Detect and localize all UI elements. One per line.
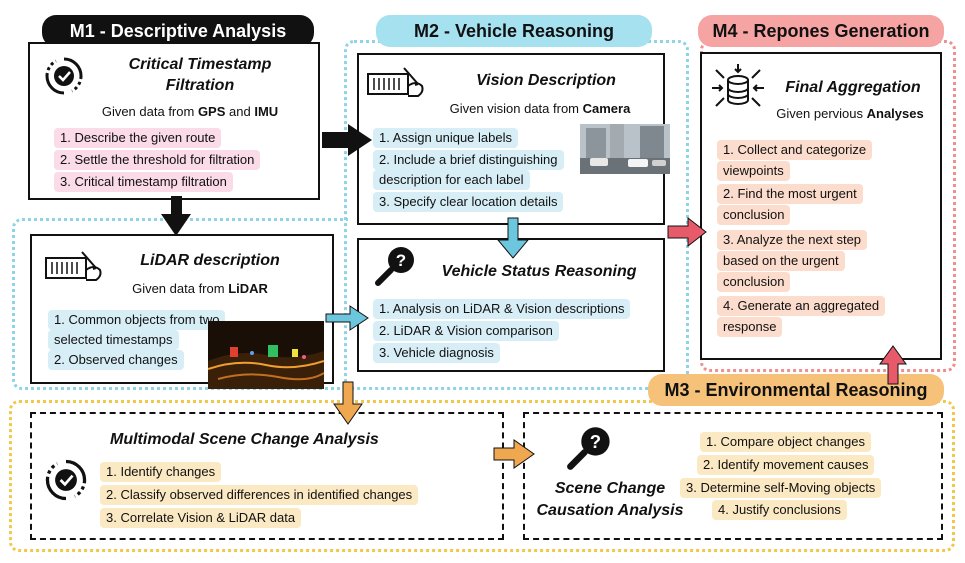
critical-item-1: 1. Describe the given route xyxy=(54,128,222,148)
critical-item-3: 3. Critical timestamp filtration xyxy=(54,172,233,192)
final-item-1b: viewpoints xyxy=(717,161,790,181)
refresh-check-icon xyxy=(45,57,83,95)
lidar-pointcloud-image xyxy=(208,321,324,389)
writing-hand-icon xyxy=(45,251,102,281)
refresh-check-icon xyxy=(45,459,87,501)
lidar-title: LiDAR description xyxy=(140,252,280,269)
final-item-4b: response xyxy=(717,317,783,337)
scene-item-2: 2. Classify observed differences in iden… xyxy=(100,485,419,505)
vision-item-1: 1. Assign unique labels xyxy=(373,128,518,148)
vision-item-3: 3. Specify clear location details xyxy=(373,192,564,212)
svg-text:?: ? xyxy=(590,431,601,452)
m3-label: M3 - Environmental Reasoning xyxy=(664,380,928,400)
final-item-1: 1. Collect and categorize xyxy=(717,140,873,160)
critical-item-2: 2. Settle the threshold for filtration xyxy=(54,150,261,170)
status-item-2: 2. LiDAR & Vision comparison xyxy=(373,321,559,341)
final-item-3c: conclusion xyxy=(717,272,791,292)
vehicle-status-title: Vehicle Status Reasoning xyxy=(441,263,637,280)
final-item-3: 3. Analyze the next step xyxy=(717,230,868,250)
m2-label: M2 - Vehicle Reasoning xyxy=(413,21,615,41)
status-item-1: 1. Analysis on LiDAR & Vision descriptio… xyxy=(373,299,631,319)
causation-title-line2: Causation Analysis xyxy=(536,502,684,519)
m3-header: M3 - Environmental Reasoning xyxy=(648,374,944,406)
vision-title: Vision Description xyxy=(476,72,616,89)
status-item-3: 3. Vehicle diagnosis xyxy=(373,343,500,363)
m4-header: M4 - Repones Generation xyxy=(698,15,944,47)
database-arrows-icon xyxy=(712,64,764,107)
magnifier-question-icon: ? xyxy=(567,427,610,470)
m4-label: M4 - Repones Generation xyxy=(712,21,930,41)
magnifier-question-icon: ? xyxy=(375,247,414,286)
causation-item-2: 2. Identify movement causes xyxy=(697,455,875,475)
vision-item-2: 2. Include a brief distinguishing xyxy=(373,150,564,170)
m3-region xyxy=(9,400,955,552)
critical-title-line1: Critical Timestamp xyxy=(128,56,272,73)
scene-item-3: 3. Correlate Vision & LiDAR data xyxy=(100,508,302,528)
vision-given: Given vision data from Camera xyxy=(449,101,631,116)
lidar-item-1b: selected timestamps xyxy=(48,330,179,350)
svg-text:?: ? xyxy=(396,251,406,270)
causation-item-3: 3. Determine self-Moving objects xyxy=(680,478,882,498)
camera-street-image xyxy=(580,124,670,174)
final-item-4: 4. Generate an aggregated xyxy=(717,296,886,316)
lidar-item-2: 2. Observed changes xyxy=(48,350,184,370)
critical-given: Given data from GPS and IMU xyxy=(101,104,279,119)
final-item-2: 2. Find the most urgent xyxy=(717,184,863,204)
scene-change-title: Multimodal Scene Change Analysis xyxy=(110,431,379,448)
lidar-item-1: 1. Common objects from two xyxy=(48,310,226,330)
m1-label: M1 - Descriptive Analysis xyxy=(69,21,287,41)
final-given: Given pervious Analyses xyxy=(776,106,924,121)
scene-item-1: 1. Identify changes xyxy=(100,462,222,482)
final-item-2b: conclusion xyxy=(717,205,791,225)
causation-title-line1: Scene Change xyxy=(554,480,666,497)
m1-header: M1 - Descriptive Analysis xyxy=(42,15,314,47)
vision-item-2b: description for each label xyxy=(373,170,530,190)
final-item-3b: based on the urgent xyxy=(717,251,845,271)
m2-header: M2 - Vehicle Reasoning xyxy=(376,15,652,47)
critical-title-line2: Filtration xyxy=(165,77,235,94)
final-title: Final Aggregation xyxy=(785,79,921,96)
lidar-given: Given data from LiDAR xyxy=(132,281,268,296)
causation-item-1: 1. Compare object changes xyxy=(700,432,871,452)
causation-item-4: 4. Justify conclusions xyxy=(712,500,847,520)
writing-hand-icon xyxy=(367,67,424,97)
